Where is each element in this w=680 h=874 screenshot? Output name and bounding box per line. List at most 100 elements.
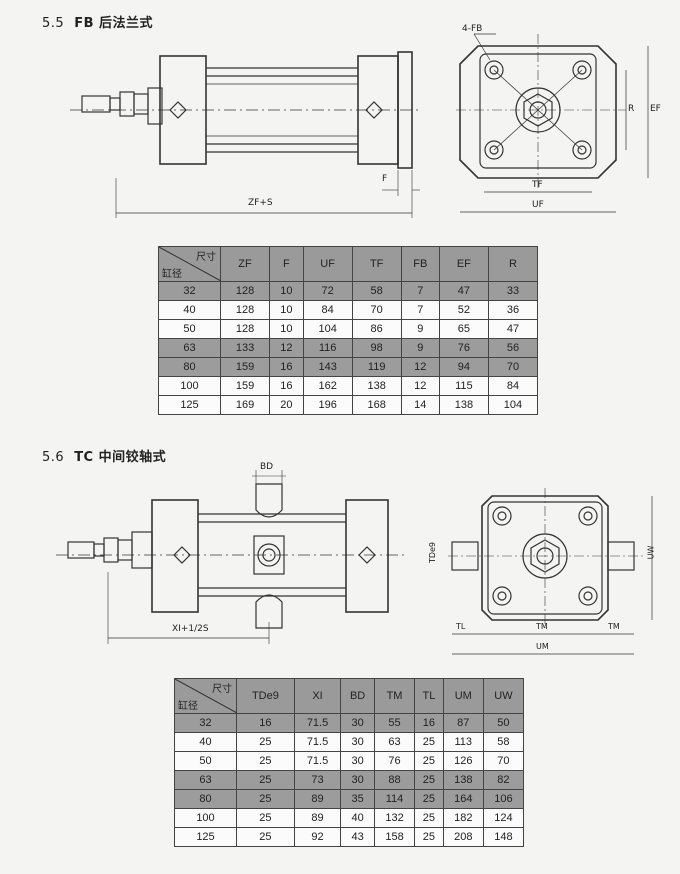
value-cell: 43 <box>340 827 375 847</box>
bore-cell: 80 <box>174 789 237 809</box>
value-cell: 35 <box>340 789 375 809</box>
corner-size-label: 尺寸 <box>196 252 216 263</box>
table-row: 32 128 10 72 58 7 47 33 <box>158 281 539 301</box>
corner-size-label: 尺寸 <box>212 684 232 695</box>
value-cell: 25 <box>414 770 444 790</box>
value-cell: 159 <box>219 357 271 377</box>
value-cell: 55 <box>373 713 416 733</box>
value-cell: 76 <box>373 751 416 771</box>
value-cell: 25 <box>236 827 295 847</box>
value-cell: 9 <box>400 319 440 339</box>
tf-dimension-label: TF <box>532 180 543 190</box>
table-row: 80 25 89 35 114 25 164 106 <box>174 789 525 809</box>
value-cell: 148 <box>482 827 525 847</box>
section-fb-heading: FB 后法兰式 <box>74 16 154 31</box>
value-cell: 50 <box>482 713 525 733</box>
fb-holes-label: 4-FB <box>462 24 483 34</box>
value-cell: 71.5 <box>293 713 342 733</box>
tc-side-view-drawing: BD XI+1/2S <box>56 462 416 656</box>
value-cell: 138 <box>438 395 489 415</box>
value-cell: 126 <box>442 751 484 771</box>
tc-dimension-table: 尺寸 缸径 TDe9 XI BD TM TL UM UW 32 16 71.5 … <box>174 678 525 847</box>
value-cell: 20 <box>269 395 304 415</box>
value-cell: 10 <box>269 281 304 301</box>
value-cell: 88 <box>373 770 416 790</box>
bore-cell: 32 <box>158 281 221 301</box>
column-header: TL <box>414 678 444 714</box>
value-cell: 116 <box>302 338 353 358</box>
bore-cell: 50 <box>174 751 237 771</box>
value-cell: 25 <box>414 732 444 752</box>
value-cell: 115 <box>438 376 489 396</box>
bore-cell: 125 <box>174 827 237 847</box>
value-cell: 84 <box>487 376 539 396</box>
value-cell: 25 <box>236 751 295 771</box>
table-row: 100 159 16 162 138 12 115 84 <box>158 376 539 396</box>
value-cell: 70 <box>351 300 402 320</box>
bore-cell: 40 <box>158 300 221 320</box>
value-cell: 30 <box>340 732 375 752</box>
value-cell: 94 <box>438 357 489 377</box>
table-row: 125 25 92 43 158 25 208 148 <box>174 827 525 847</box>
value-cell: 25 <box>414 808 444 828</box>
bd-dimension-label: BD <box>260 462 274 472</box>
value-cell: 16 <box>269 376 304 396</box>
value-cell: 92 <box>293 827 342 847</box>
value-cell: 10 <box>269 319 304 339</box>
column-header: UM <box>442 678 484 714</box>
tde9-dimension-label: TDe9 <box>428 541 438 564</box>
value-cell: 104 <box>302 319 353 339</box>
value-cell: 159 <box>219 376 271 396</box>
value-cell: 169 <box>219 395 271 415</box>
value-cell: 89 <box>293 808 342 828</box>
value-cell: 7 <box>400 300 440 320</box>
bore-cell: 50 <box>158 319 221 339</box>
value-cell: 33 <box>487 281 539 301</box>
value-cell: 36 <box>487 300 539 320</box>
value-cell: 113 <box>442 732 484 752</box>
value-cell: 16 <box>236 713 295 733</box>
value-cell: 164 <box>442 789 484 809</box>
table-row: 100 25 89 40 132 25 182 124 <box>174 808 525 828</box>
value-cell: 63 <box>373 732 416 752</box>
table-row: 40 25 71.5 30 63 25 113 58 <box>174 732 525 752</box>
value-cell: 16 <box>414 713 444 733</box>
value-cell: 58 <box>351 281 402 301</box>
bore-cell: 32 <box>174 713 237 733</box>
value-cell: 128 <box>219 300 271 320</box>
value-cell: 124 <box>482 808 525 828</box>
bore-cell: 80 <box>158 357 221 377</box>
value-cell: 89 <box>293 789 342 809</box>
column-header: BD <box>340 678 375 714</box>
value-cell: 128 <box>219 319 271 339</box>
value-cell: 182 <box>442 808 484 828</box>
value-cell: 7 <box>400 281 440 301</box>
table-corner-cell: 尺寸 缸径 <box>158 246 221 282</box>
value-cell: 9 <box>400 338 440 358</box>
table-row: 125 169 20 196 168 14 138 104 <box>158 395 539 415</box>
value-cell: 30 <box>340 770 375 790</box>
ef-dimension-label: EF <box>650 104 661 114</box>
tm-dimension-label: TM <box>536 622 548 631</box>
value-cell: 138 <box>442 770 484 790</box>
value-cell: 128 <box>219 281 271 301</box>
value-cell: 104 <box>487 395 539 415</box>
value-cell: 84 <box>302 300 353 320</box>
value-cell: 119 <box>351 357 402 377</box>
table-row: 32 16 71.5 30 55 16 87 50 <box>174 713 525 733</box>
value-cell: 87 <box>442 713 484 733</box>
column-header: FB <box>400 246 440 282</box>
table-row: 63 25 73 30 88 25 138 82 <box>174 770 525 790</box>
tc-end-view-drawing: TDe9 TL TM TM UM UW <box>428 488 668 672</box>
value-cell: 71.5 <box>293 732 342 752</box>
value-cell: 56 <box>487 338 539 358</box>
value-cell: 40 <box>340 808 375 828</box>
column-header: F <box>269 246 304 282</box>
column-header: UF <box>302 246 353 282</box>
table-row: 63 133 12 116 98 9 76 56 <box>158 338 539 358</box>
table-row: 50 25 71.5 30 76 25 126 70 <box>174 751 525 771</box>
uw-dimension-label: UW <box>646 545 656 560</box>
value-cell: 10 <box>269 300 304 320</box>
